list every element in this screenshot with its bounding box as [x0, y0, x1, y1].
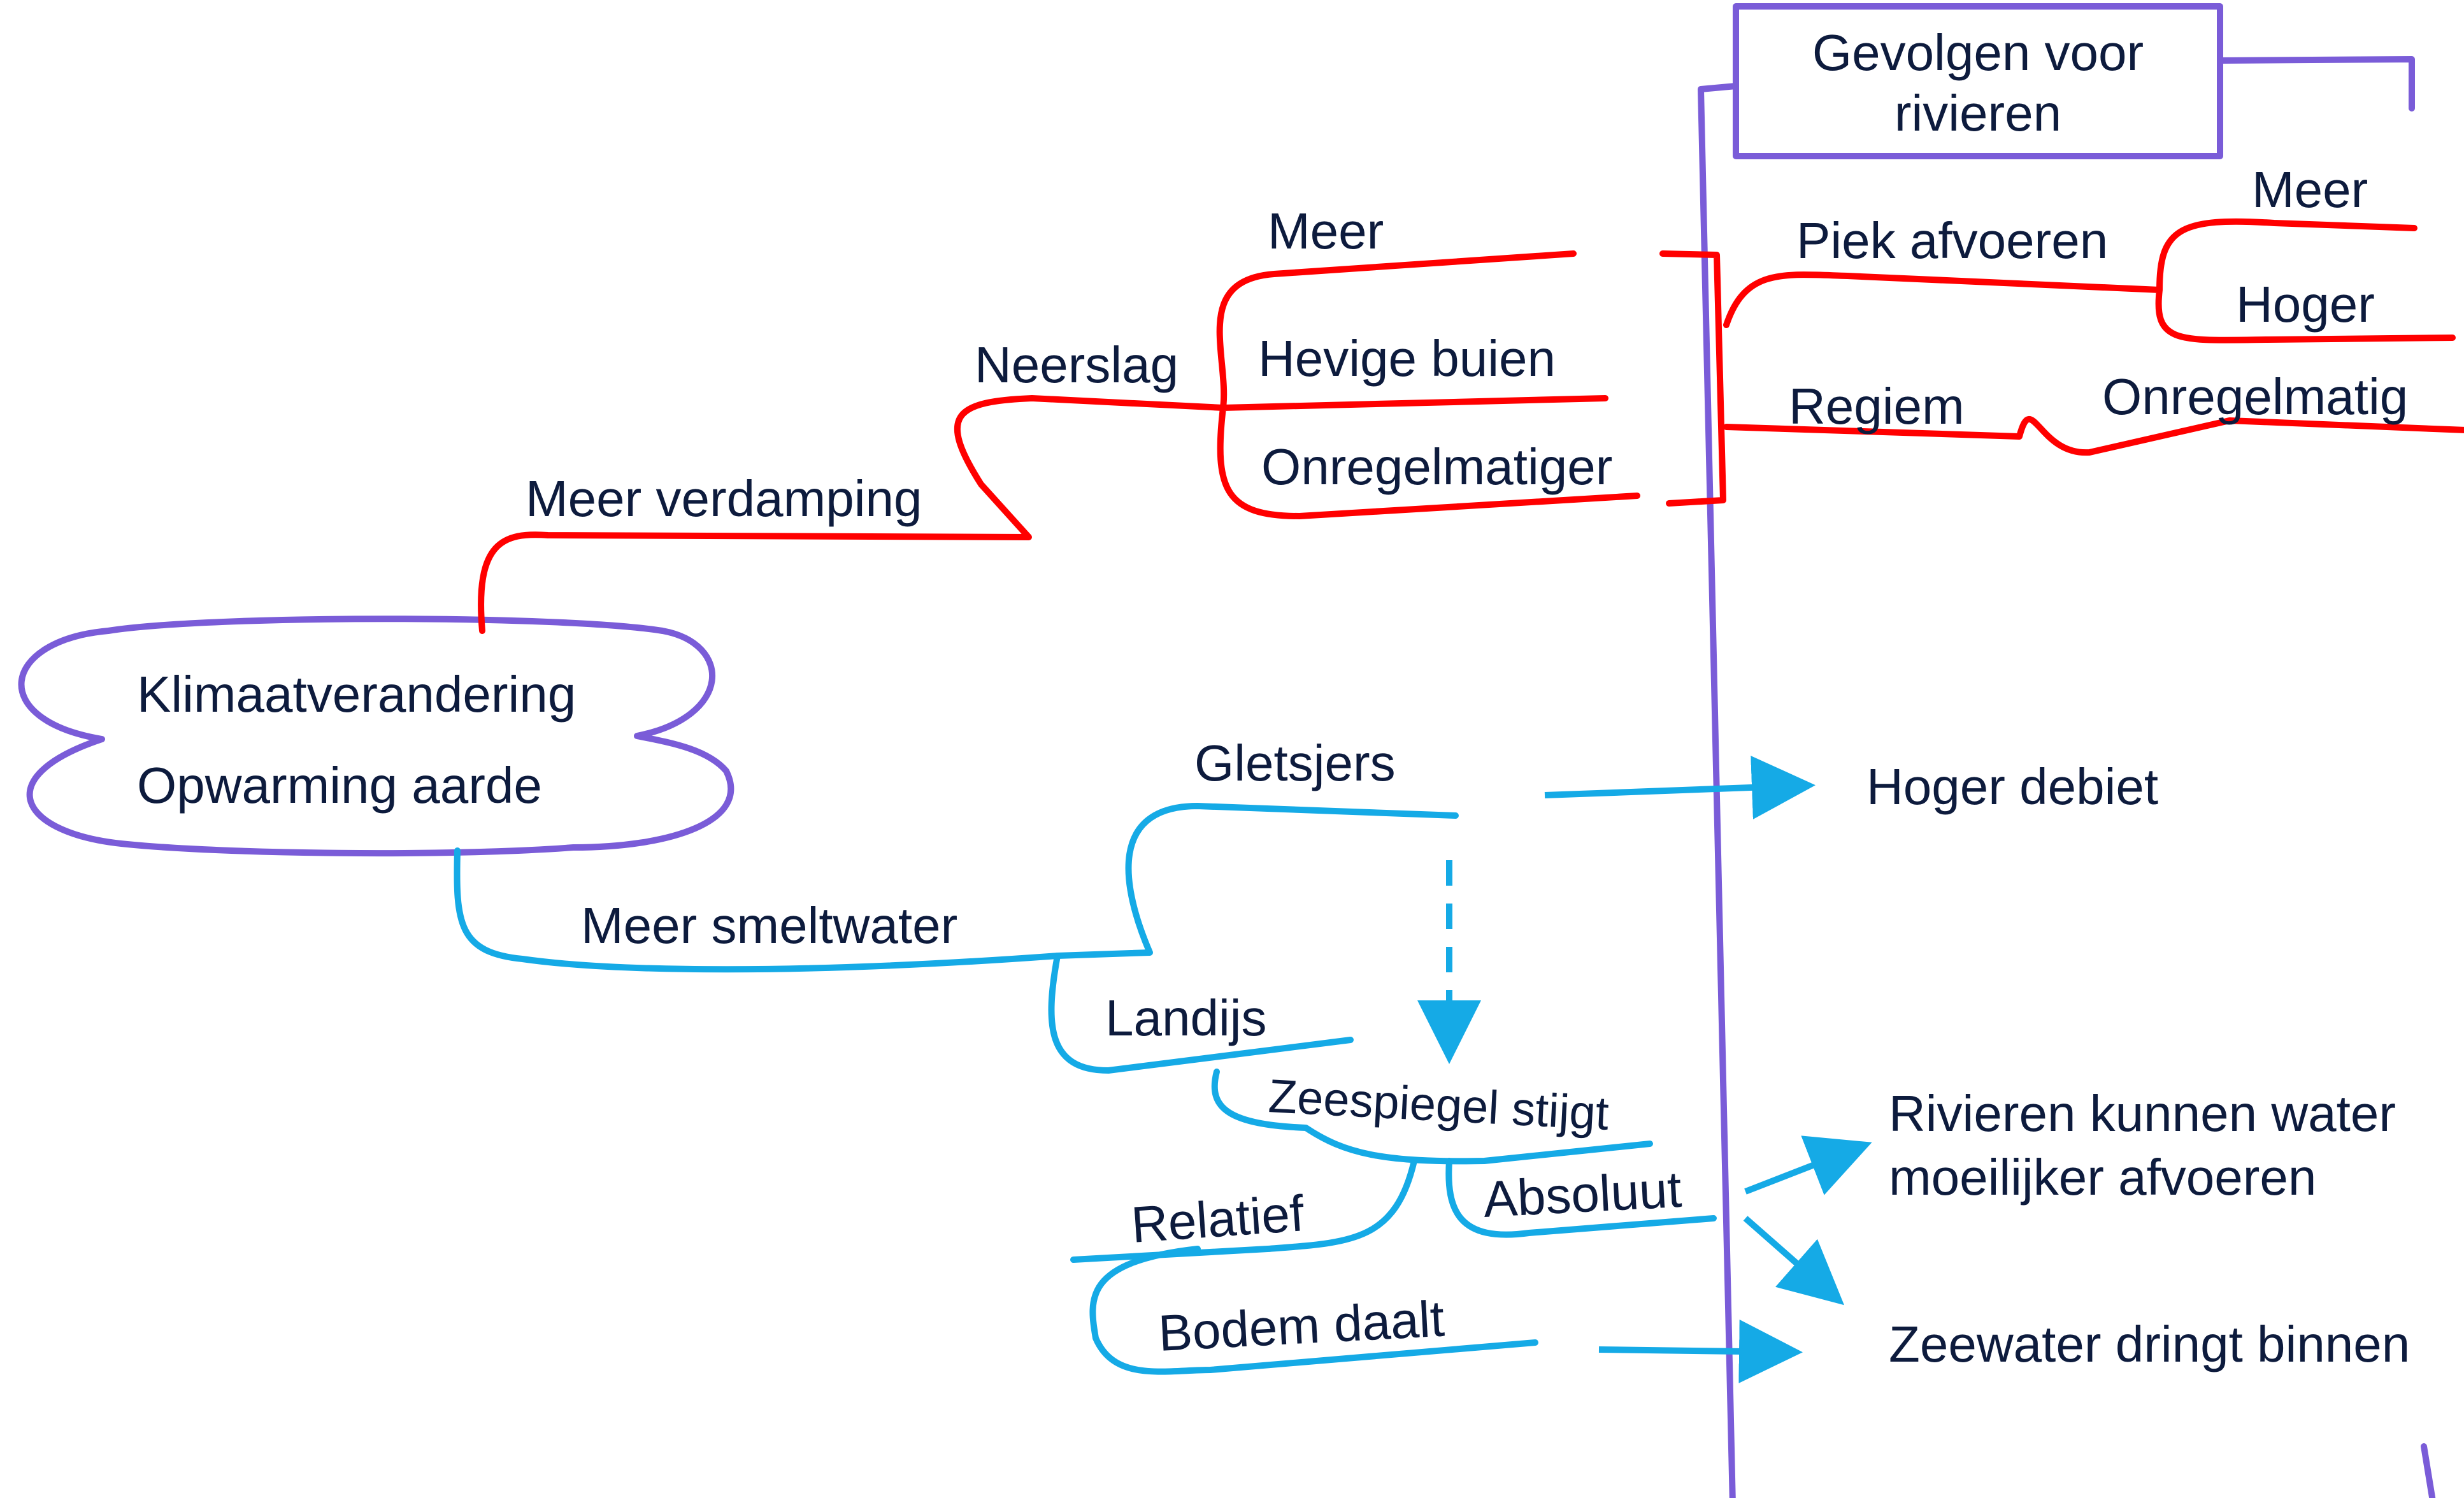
label-piek-hoger: Hoger	[2236, 276, 2375, 333]
box-title-line1: Gevolgen voor	[1812, 24, 2144, 81]
arrow-absoluut-rivieren	[1744, 1135, 1872, 1195]
label-absoluut: Absoluut	[1482, 1161, 1683, 1228]
red-line-regiem	[1723, 416, 2464, 456]
arrow-bodem-zeewater	[1598, 1319, 1803, 1383]
label-onregelmatiger: Onregelmatiger	[1261, 438, 1612, 495]
red-line-piek-afvoeren	[1723, 218, 2456, 343]
red-bracket	[1659, 250, 1726, 507]
label-zeespiegel-stijgt: Zeespiegel stijgt	[1267, 1069, 1610, 1140]
label-rivieren-line1: Rivieren kunnen water	[1889, 1085, 2396, 1142]
box-title-line2: rivieren	[1895, 85, 2061, 141]
label-neerslag: Neerslag	[975, 336, 1178, 393]
label-hoger-debiet: Hoger debiet	[1866, 758, 2158, 815]
label-meer-smeltwater: Meer smeltwater	[581, 897, 957, 954]
red-line-neerslag-fork	[1216, 250, 1640, 519]
label-regiem: Regiem	[1789, 378, 1965, 435]
label-meer: Meer	[1268, 203, 1384, 259]
consequences-title-box	[1733, 3, 2223, 159]
blue-line-meer-smeltwater	[454, 803, 1459, 973]
label-zeewater: Zeewater dringt binnen	[1889, 1316, 2410, 1372]
label-landijs: Landijs	[1105, 990, 1267, 1046]
label-rivieren-line2: moeilijker afvoeren	[1889, 1149, 2316, 1206]
label-gletsjers: Gletsjers	[1194, 735, 1396, 791]
label-piek-afvoeren: Piek afvoeren	[1796, 212, 2108, 269]
blue-line-bodem-daalt	[1089, 1246, 1538, 1375]
label-onregelmatig: Onregelmatig	[2102, 368, 2408, 425]
blue-line-landijs	[1048, 953, 1354, 1074]
arrow-gletsjers-hoger-debiet	[1544, 755, 1816, 819]
label-hevige-buien: Hevige buien	[1258, 330, 1556, 387]
blue-line-relatief	[1070, 1158, 1417, 1263]
consequences-frame	[1698, 56, 2436, 1498]
center-label-line1: Klimaatverandering	[137, 666, 576, 723]
blue-line-absoluut	[1445, 1158, 1717, 1238]
blue-line-zeespiegel	[1211, 1069, 1653, 1165]
label-meer-verdamping: Meer verdamping	[526, 470, 922, 527]
label-relatief: Relatief	[1129, 1185, 1307, 1253]
center-label-line2: Opwarming aarde	[137, 757, 542, 814]
red-line-meer-verdamping	[478, 395, 1226, 634]
label-piek-meer: Meer	[2252, 161, 2368, 218]
arrow-absoluut-zeewater	[1743, 1216, 1845, 1306]
center-cloud	[18, 616, 734, 857]
